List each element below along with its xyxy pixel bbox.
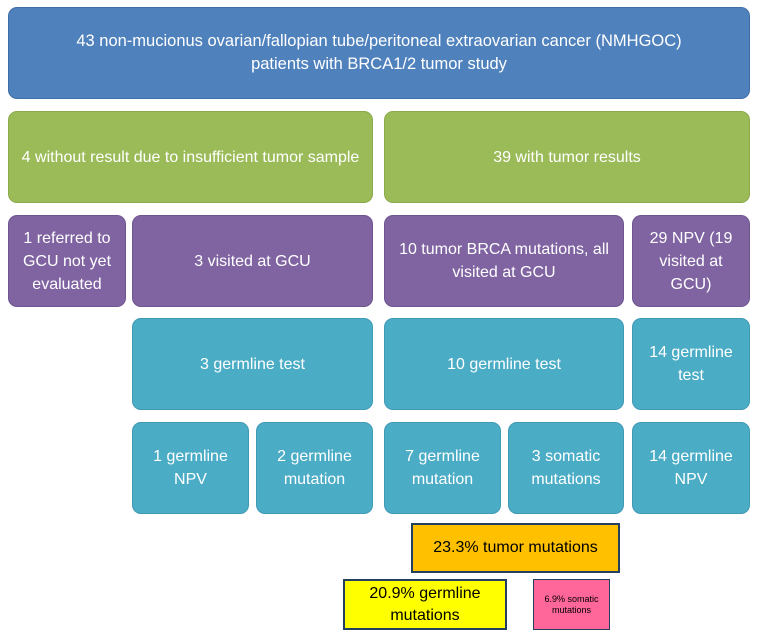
germline-mutations-pct-text: 20.9% germline mutations bbox=[369, 584, 481, 624]
germline-npv-1-text: 1 germline NPV bbox=[153, 448, 228, 488]
tumor-mutations-pct-text: 23.3% tumor mutations bbox=[433, 539, 598, 556]
germline-mutation-7-text: 7 germline mutation bbox=[405, 448, 480, 488]
germline-npv-14-text: 14 germline NPV bbox=[649, 448, 733, 488]
germline-npv-14-node: 14 germline NPV bbox=[632, 422, 750, 514]
insufficient-sample-text: 4 without result due to insufficient tum… bbox=[21, 148, 360, 166]
somatic-mutations-3-node: 3 somatic mutations bbox=[508, 422, 624, 514]
tumor-brca-mutations-node: 10 tumor BRCA mutations, all visited at … bbox=[384, 215, 624, 307]
tumor-brca-mutations-text: 10 tumor BRCA mutations, all visited at … bbox=[399, 241, 609, 281]
germline-test-3-node: 3 germline test bbox=[132, 318, 373, 410]
germline-test-10-node: 10 germline test bbox=[384, 318, 624, 410]
germline-mutations-pct-box: 20.9% germline mutations bbox=[343, 579, 507, 630]
germline-mutation-2-text: 2 germline mutation bbox=[277, 448, 352, 488]
somatic-mutations-pct-box: 6.9% somatic mutations bbox=[533, 579, 610, 630]
top-node: 43 non-mucionus ovarian/fallopian tube/p… bbox=[8, 7, 750, 99]
tumor-mutations-pct-box: 23.3% tumor mutations bbox=[411, 523, 620, 573]
npv-29-text: 29 NPV (19 visited at GCU) bbox=[649, 229, 733, 293]
top-node-text: 43 non-mucionus ovarian/fallopian tube/p… bbox=[76, 32, 682, 73]
germline-mutation-2-node: 2 germline mutation bbox=[256, 422, 373, 514]
referred-text: 1 referred to GCU not yet evaluated bbox=[22, 229, 112, 293]
visited-gcu-node: 3 visited at GCU bbox=[132, 215, 373, 307]
insufficient-sample-node: 4 without result due to insufficient tum… bbox=[8, 111, 373, 203]
germline-test-14-text: 14 germline test bbox=[649, 344, 733, 384]
somatic-mutations-pct-text: 6.9% somatic mutations bbox=[544, 593, 599, 615]
npv-29-node: 29 NPV (19 visited at GCU) bbox=[632, 215, 750, 307]
germline-mutation-7-node: 7 germline mutation bbox=[384, 422, 501, 514]
referred-node: 1 referred to GCU not yet evaluated bbox=[8, 215, 126, 307]
somatic-mutations-3-text: 3 somatic mutations bbox=[531, 448, 601, 488]
tumor-results-text: 39 with tumor results bbox=[493, 148, 641, 166]
visited-gcu-text: 3 visited at GCU bbox=[194, 252, 311, 270]
germline-test-14-node: 14 germline test bbox=[632, 318, 750, 410]
germline-test-3-text: 3 germline test bbox=[200, 355, 305, 373]
germline-npv-1-node: 1 germline NPV bbox=[132, 422, 249, 514]
germline-test-10-text: 10 germline test bbox=[447, 355, 561, 373]
tumor-results-node: 39 with tumor results bbox=[384, 111, 750, 203]
